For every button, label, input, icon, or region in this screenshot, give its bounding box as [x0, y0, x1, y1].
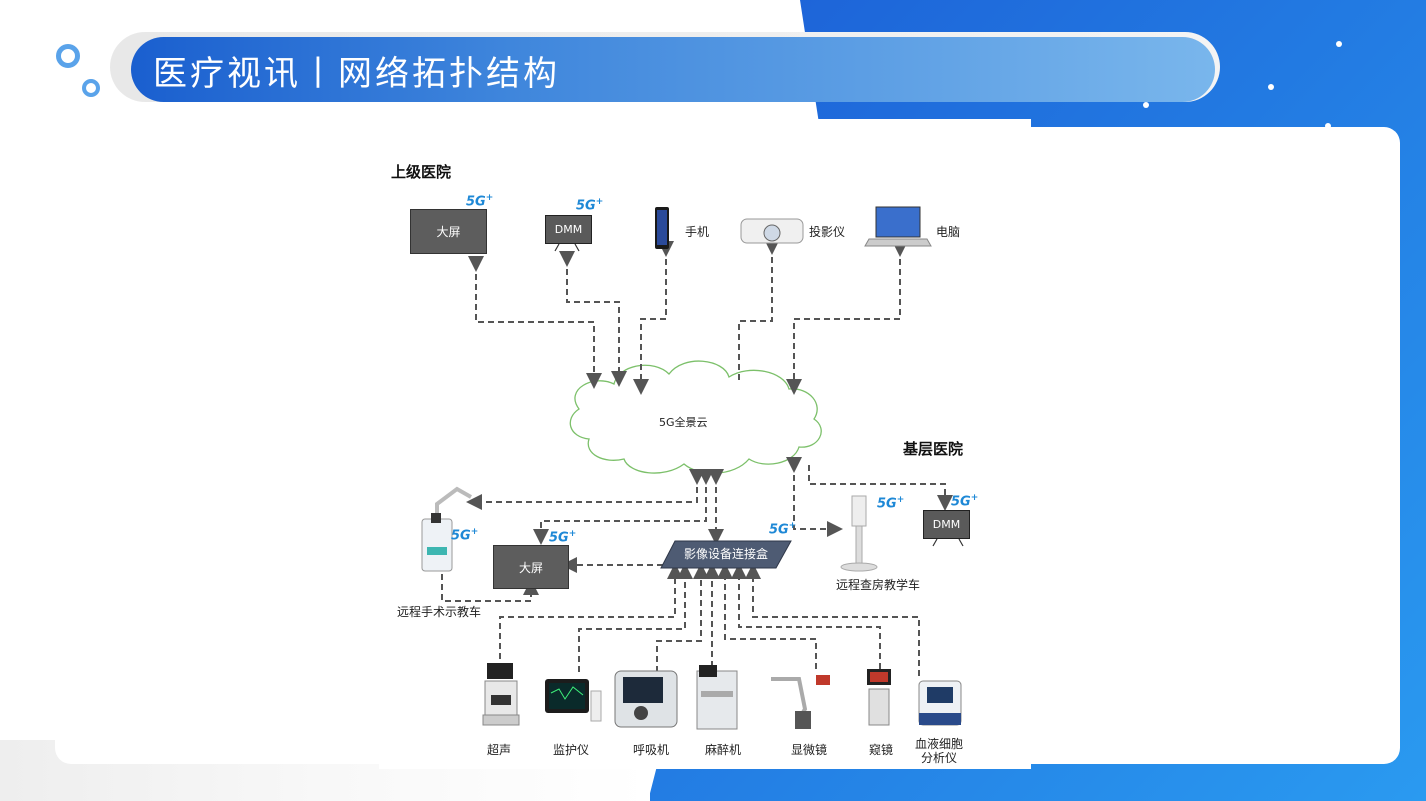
five-g-badge-icon: 5G+ [549, 529, 577, 546]
surgery-cart-image [421, 486, 472, 572]
five-g-badge-icon: 5G+ [877, 495, 905, 512]
hub-label: 影像设备连接盒 [684, 547, 769, 561]
lower-dmm-label: DMM [932, 518, 961, 531]
device-label-endoscope: 窥镜 [869, 743, 894, 757]
anesthesia-image [696, 665, 738, 730]
ventilator-image [614, 670, 678, 728]
five-g-badge-icon: 5G+ [451, 527, 479, 544]
device-label-analyzer: 分析仪 [921, 751, 958, 765]
decor-ring-small-icon [82, 79, 100, 97]
upper-big-screen: 大屏 [410, 209, 487, 254]
device-label-ultrasound: 超声 [487, 743, 512, 757]
ward-cart-image [840, 495, 878, 572]
surgery-cart-label: 远程手术示教车 [397, 605, 482, 619]
computer-label: 电脑 [936, 225, 961, 239]
lower-big-screen-label: 大屏 [518, 560, 543, 575]
five-g-badge-icon: 5G+ [466, 193, 494, 210]
topology-diagram: 上级医院 基层医院 大屏 5G+ DMM 5G+ 手机 投影仪 电脑 5G全景云… [379, 119, 1031, 769]
ward-cart-label: 远程查房教学车 [836, 578, 921, 592]
decor-dot [1336, 41, 1342, 47]
ultrasound-image [482, 663, 520, 726]
topology-lines [421, 206, 964, 730]
device-label-microscope: 显微镜 [791, 743, 828, 757]
laptop-image [875, 206, 921, 238]
lower-dmm: DMM [923, 510, 970, 539]
upper-dmm: DMM [545, 215, 592, 244]
device-label-monitor: 监护仪 [553, 743, 590, 757]
device-label-ventilator: 呼吸机 [633, 743, 670, 757]
page-title: 医疗视讯丨网络拓扑结构 [153, 54, 560, 94]
monitor-image [545, 679, 602, 722]
endoscope-image [867, 669, 891, 726]
device-label-anesthesia: 麻醉机 [705, 743, 742, 757]
projector-label: 投影仪 [809, 225, 846, 239]
five-g-badge-icon: 5G+ [769, 521, 797, 538]
hub-box [660, 540, 792, 569]
upper-dmm-label: DMM [554, 223, 583, 236]
title-bar [131, 37, 1215, 102]
section-grassroots-hospital: 基层医院 [903, 440, 964, 458]
decor-ring-icon [56, 44, 80, 68]
microscope-image [771, 675, 830, 729]
decor-dot [1268, 84, 1274, 90]
lower-big-screen: 大屏 [493, 545, 569, 589]
cloud-label: 5G全景云 [659, 416, 708, 429]
blood-analyzer-image [918, 680, 962, 726]
upper-big-screen-label: 大屏 [436, 225, 461, 239]
phone-label: 手机 [685, 225, 710, 239]
section-upper-hospital: 上级医院 [391, 163, 452, 181]
five-g-badge-icon: 5G+ [951, 493, 979, 510]
decor-dot [1325, 123, 1331, 129]
five-g-badge-icon: 5G+ [576, 197, 604, 214]
decor-dot [1143, 102, 1149, 108]
device-label-blood-cell: 血液细胞 [915, 737, 964, 751]
